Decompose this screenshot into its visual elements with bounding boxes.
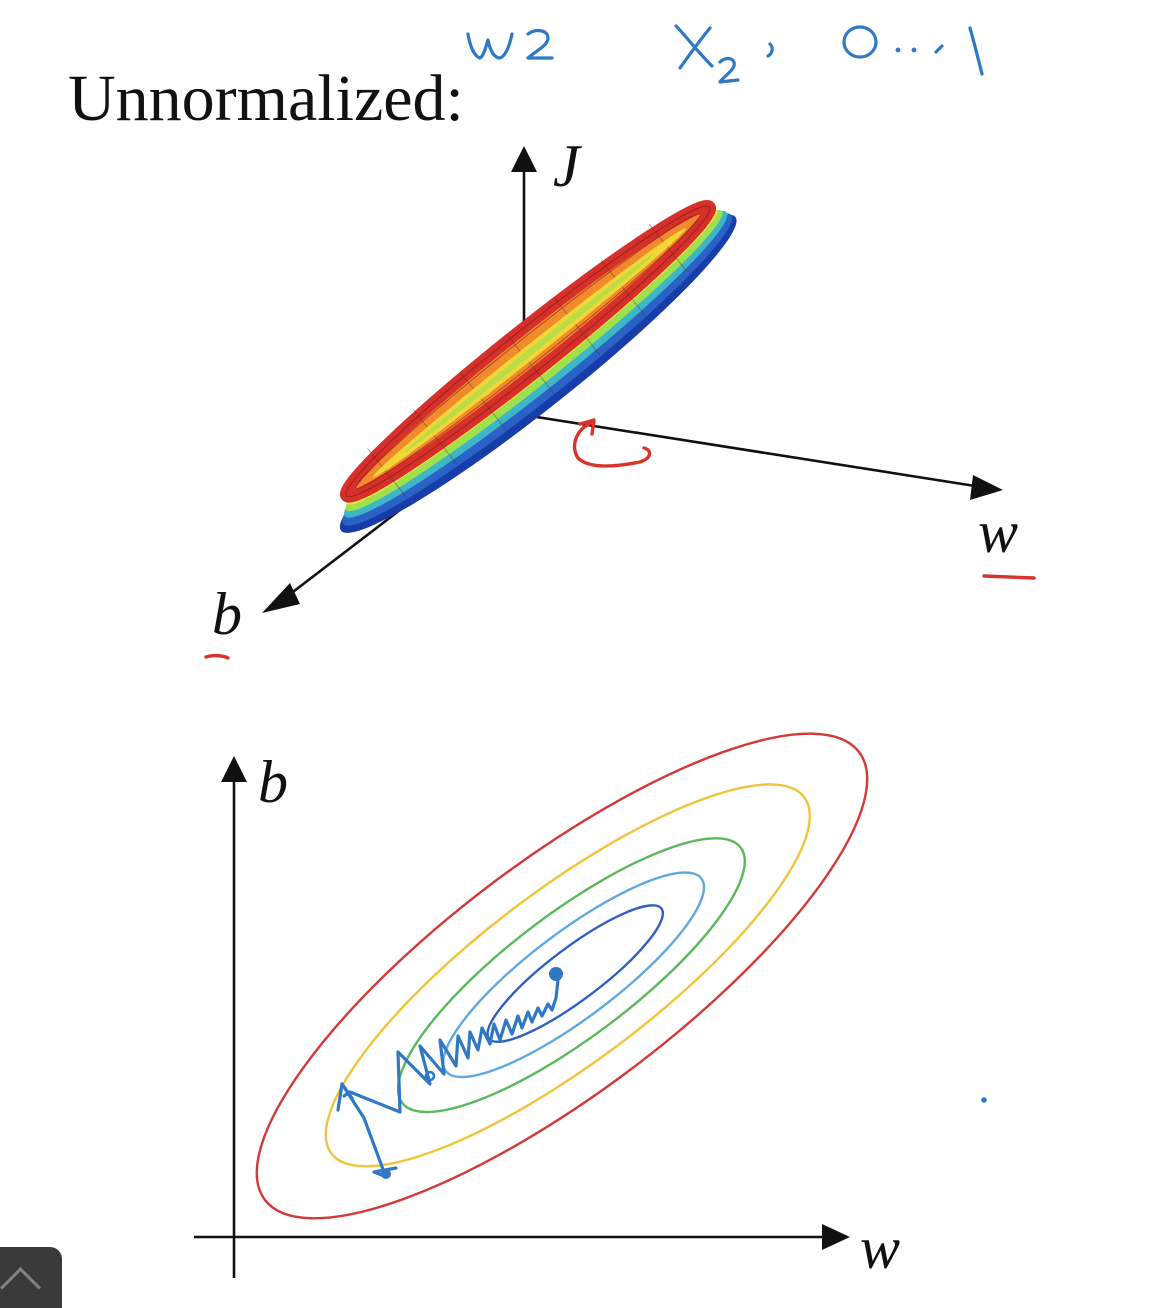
b-axis-label: b: [212, 581, 242, 647]
w-axis-label: w: [978, 499, 1018, 565]
contour-b-axis-arrow: [221, 756, 247, 782]
chevron-up-icon: [0, 1266, 42, 1308]
j-axis-label: J: [553, 133, 582, 199]
contour-level-5: [486, 904, 665, 1044]
contour-b-axis-label: b: [258, 749, 288, 815]
w-axis-arrow: [970, 475, 1003, 500]
b-axis-arrow: [262, 583, 300, 613]
w-axis-line: [523, 413, 976, 488]
red-curved-arrow-annotation: [572, 418, 652, 468]
contour-ellipses: [255, 732, 869, 1220]
video-player-corner-control[interactable]: [0, 1247, 62, 1308]
w-underline-mark: [982, 574, 1036, 580]
slide-title: Unnormalized:: [68, 62, 464, 135]
b-underline-mark: [204, 653, 230, 660]
contour-level-4: [442, 871, 706, 1079]
contour-level-2: [324, 783, 811, 1168]
surface-plot: J w b: [204, 133, 1036, 660]
contour-w-axis-arrow: [822, 1224, 850, 1250]
contour-w-axis-label: w: [860, 1215, 900, 1281]
contour-plot: b w: [194, 732, 987, 1281]
handwritten-note-w2: [466, 28, 554, 60]
contour-level-3: [396, 837, 746, 1114]
cost-surface: [339, 199, 737, 533]
stray-ink-dot: [981, 1097, 987, 1103]
contour-level-1: [255, 732, 869, 1220]
j-axis-arrow: [511, 146, 537, 172]
gradient-descent-path: [336, 967, 563, 1179]
handwritten-note-x2-range: [674, 24, 984, 84]
